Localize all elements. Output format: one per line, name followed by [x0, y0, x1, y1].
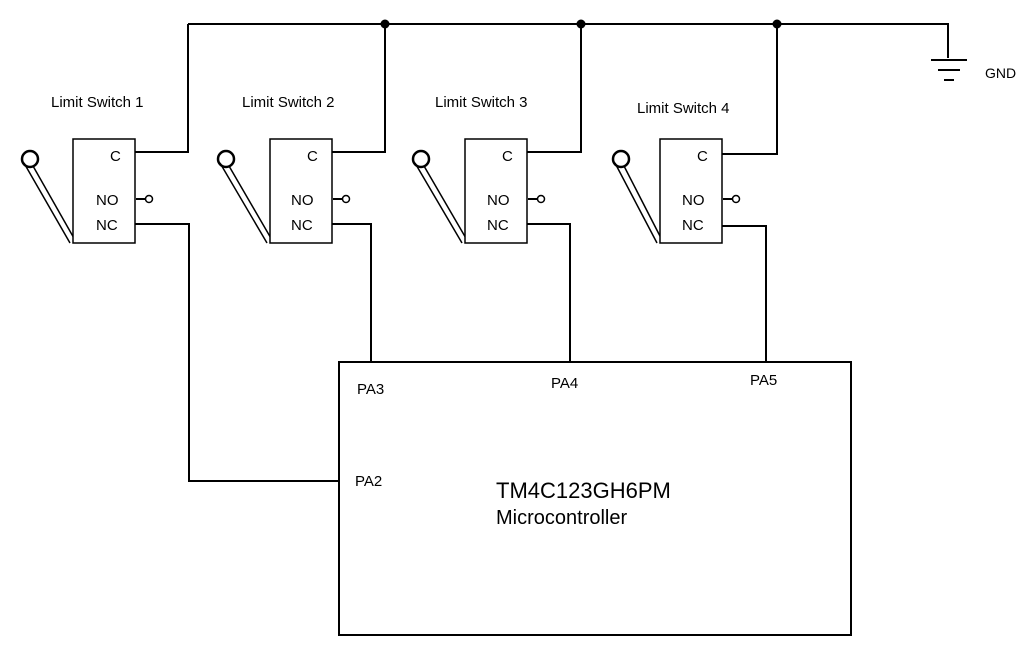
- wire-nc-to-pa5: [722, 225, 767, 362]
- switch-title: Limit Switch 3: [435, 94, 528, 111]
- pin-nc-label: NC: [96, 217, 118, 234]
- ground-symbol: [931, 59, 967, 81]
- no-terminal-icon: [536, 194, 546, 204]
- pin-c-label: C: [697, 148, 708, 165]
- lever-actuator-icon: [20, 149, 76, 244]
- lever-actuator-icon: [611, 149, 663, 244]
- ground-bus: [188, 19, 949, 58]
- port-pa2-label: PA2: [355, 473, 382, 490]
- switch-body: [269, 138, 333, 244]
- microcontroller: PA3 PA4 PA5 PA2 TM4C123GH6PM Microcontro…: [338, 361, 852, 636]
- wire-c-to-gnd: [135, 24, 189, 153]
- no-terminal-icon: [731, 194, 741, 204]
- pin-no-label: NO: [487, 192, 510, 209]
- limit-switch-4: Limit Switch 4 C NO NC: [611, 24, 778, 362]
- pin-nc-label: NC: [682, 217, 704, 234]
- wire-nc-to-pa3: [332, 223, 372, 362]
- wire-c-to-gnd: [527, 24, 582, 153]
- wire-nc-to-pa2: [135, 223, 339, 482]
- pin-nc-label: NC: [487, 217, 509, 234]
- switch-title: Limit Switch 2: [242, 94, 335, 111]
- microcontroller-body: [338, 361, 852, 636]
- pin-no-label: NO: [682, 192, 705, 209]
- lever-actuator-icon: [411, 149, 468, 244]
- limit-switch-2: Limit Switch 2 C NO NC: [216, 24, 386, 362]
- pin-nc-label: NC: [291, 217, 313, 234]
- switch-body: [659, 138, 723, 244]
- pin-c-label: C: [307, 148, 318, 165]
- switch-title: Limit Switch 4: [637, 100, 730, 117]
- limit-switch-1: Limit Switch 1 C NO NC: [20, 24, 339, 482]
- wire-nc-to-pa4: [527, 223, 571, 362]
- no-terminal-icon: [144, 194, 154, 204]
- switch-title: Limit Switch 1: [51, 94, 144, 111]
- microcontroller-description: Microcontroller: [496, 507, 627, 529]
- gnd-label: GND: [985, 65, 1016, 81]
- lever-actuator-icon: [216, 149, 273, 244]
- pin-no-label: NO: [96, 192, 119, 209]
- limit-switch-3: Limit Switch 3 C NO NC: [411, 24, 582, 362]
- port-pa5-label: PA5: [750, 372, 777, 389]
- wire-c-to-gnd: [722, 24, 778, 155]
- port-pa4-label: PA4: [551, 375, 578, 392]
- no-terminal-icon: [341, 194, 351, 204]
- port-pa3-label: PA3: [357, 381, 384, 398]
- microcontroller-part-number: TM4C123GH6PM: [496, 478, 671, 503]
- pin-c-label: C: [502, 148, 513, 165]
- switch-body: [464, 138, 528, 244]
- wire-c-to-gnd: [332, 24, 386, 153]
- pin-c-label: C: [110, 148, 121, 165]
- pin-no-label: NO: [291, 192, 314, 209]
- switch-body: [72, 138, 136, 244]
